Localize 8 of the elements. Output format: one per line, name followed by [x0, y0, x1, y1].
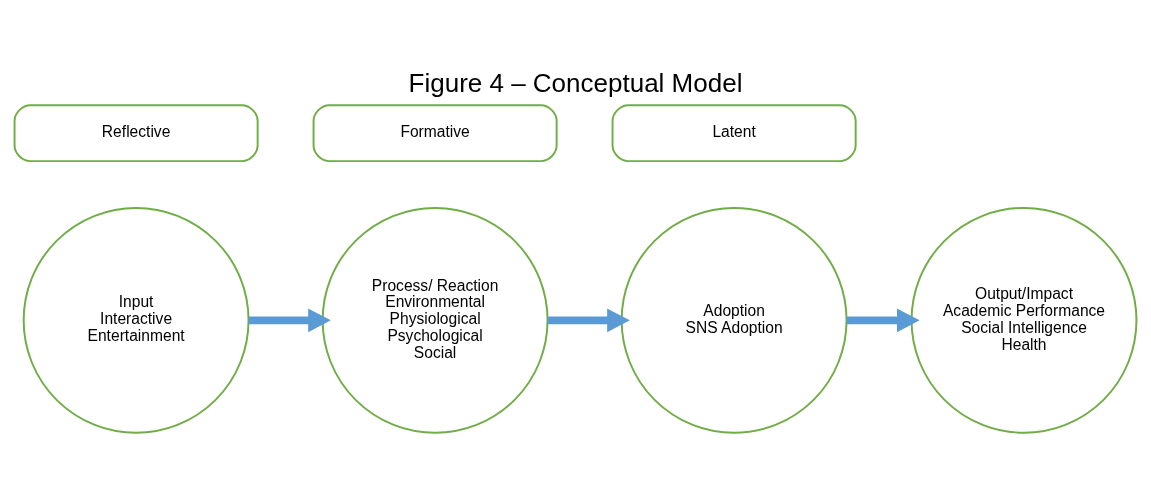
node-box: Latent: [611, 104, 857, 163]
node-circle: Output/Impact Academic Performance Social Intelligence Health: [910, 206, 1138, 434]
node-circle: Adoption SNS Adoption: [620, 206, 848, 434]
node-circle: Input Interactive Entertainment: [22, 206, 250, 434]
diagram-title: Figure 4 – Conceptual Model: [408, 68, 743, 99]
node-box: Reflective: [13, 104, 259, 163]
node-box: Formative: [312, 104, 558, 163]
node-circle: Process/ Reaction Environmental Physiological Psychological Social: [321, 206, 549, 434]
